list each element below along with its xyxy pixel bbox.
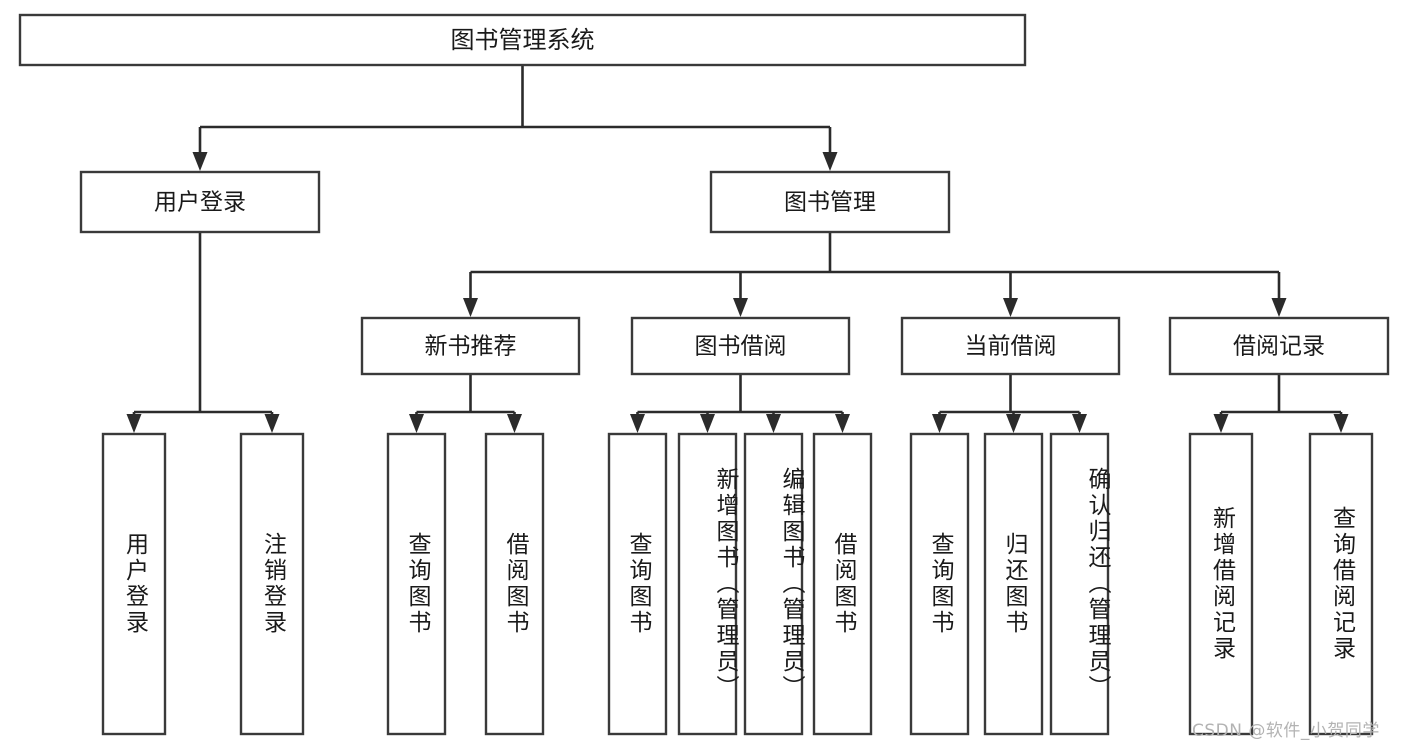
arrow-head-icon (835, 414, 850, 433)
watermark-text: CSDN @软件_小贺同学 (1192, 721, 1380, 741)
level2-node-label: 图书管理 (784, 190, 876, 216)
arrow-head-icon (192, 152, 208, 171)
arrow-head-icon (409, 414, 424, 433)
leaf-node-box[interactable] (812, 432, 873, 736)
arrow-head-icon (700, 414, 715, 433)
level2-node-box[interactable] (709, 170, 951, 234)
arrow-head-icon (766, 414, 781, 433)
level3-node-label: 新书推荐 (425, 334, 517, 360)
boxes-layer (18, 13, 1390, 736)
leaf-node-box[interactable] (607, 432, 668, 736)
level3-node-box[interactable] (630, 316, 851, 376)
arrow-head-icon (1003, 298, 1018, 317)
arrow-head-icon (463, 298, 478, 317)
arrow-head-icon (630, 414, 645, 433)
arrow-head-icon (932, 414, 947, 433)
level3-node-box[interactable] (360, 316, 581, 376)
leaf-node-box[interactable] (677, 432, 738, 736)
leaf-node-box[interactable] (743, 432, 804, 736)
leaf-node-box[interactable] (983, 432, 1044, 736)
leaf-node-box[interactable] (101, 432, 167, 736)
connectors-layer (126, 65, 1349, 433)
arrow-head-icon (264, 414, 280, 433)
arrow-head-icon (1271, 298, 1287, 317)
leaf-node-box[interactable] (1188, 432, 1254, 736)
arrow-head-icon (126, 414, 142, 433)
root-node-box[interactable] (18, 13, 1027, 67)
leaf-node-box[interactable] (1049, 432, 1110, 736)
arrow-head-icon (507, 414, 522, 433)
arrow-head-icon (733, 298, 748, 317)
arrow-head-icon (1333, 414, 1349, 433)
leaf-node-box[interactable] (239, 432, 305, 736)
level3-node-label: 当前借阅 (965, 334, 1057, 360)
level3-node-box[interactable] (900, 316, 1121, 376)
leaf-node-box[interactable] (1308, 432, 1374, 736)
level3-node-box[interactable] (1168, 316, 1390, 376)
leaf-node-box[interactable] (386, 432, 447, 736)
level3-node-label: 图书借阅 (695, 334, 787, 360)
level3-node-label: 借阅记录 (1233, 334, 1325, 360)
arrow-head-icon (822, 152, 838, 171)
leaf-node-box[interactable] (484, 432, 545, 736)
root-node-label: 图书管理系统 (451, 26, 595, 54)
level2-node-label: 用户登录 (154, 190, 246, 216)
arrow-head-icon (1072, 414, 1087, 433)
arrow-head-icon (1213, 414, 1229, 433)
leaf-node-box[interactable] (909, 432, 970, 736)
level2-node-box[interactable] (79, 170, 321, 234)
arrow-head-icon (1006, 414, 1021, 433)
